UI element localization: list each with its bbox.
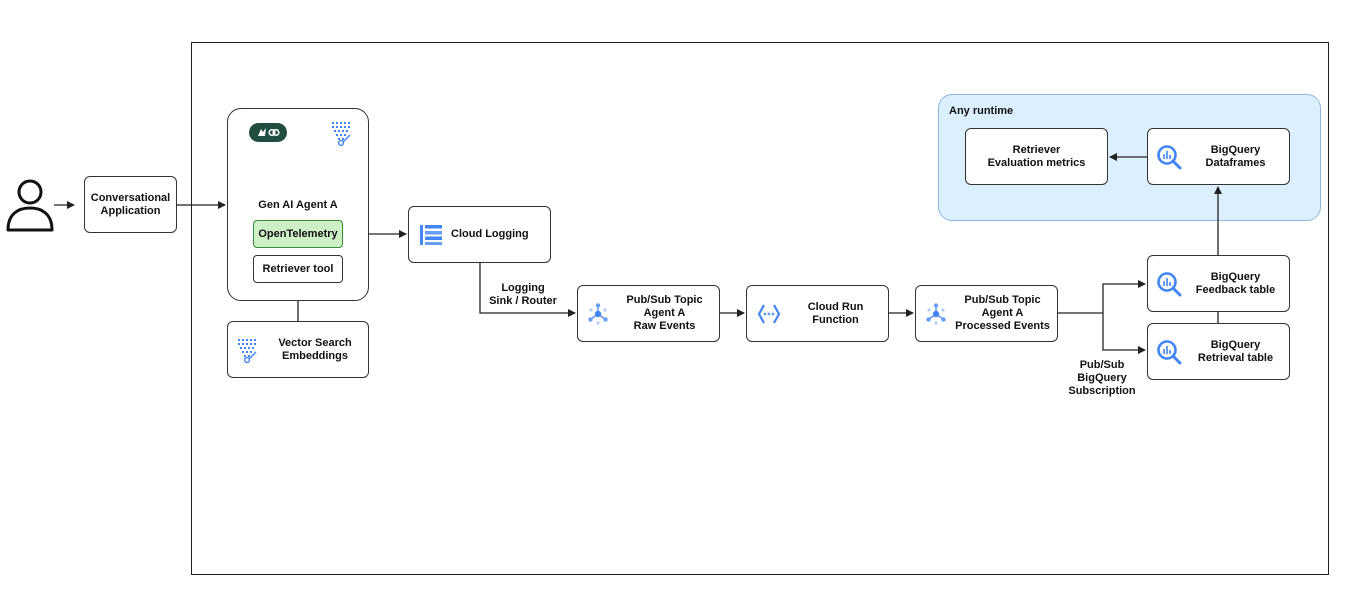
vertex-ai-icon [238,338,257,363]
opentelemetry-node: OpenTelemetry [253,220,343,248]
bigquery-dataframes-label: BigQuery Dataframes [1205,143,1266,169]
bigquery-retrieval-table-node: BigQuery Retrieval table [1147,323,1290,380]
retriever-tool-node: Retriever tool [253,255,343,283]
pubsub-processed-events-node: Pub/Sub Topic Agent A Processed Events [915,285,1058,342]
any-runtime-title: Any runtime [949,105,1014,117]
cloud-run-function-icon [757,303,781,324]
bigquery-icon [1157,339,1182,364]
cloud-logging-node: Cloud Logging [408,206,551,263]
gen-ai-agent-node: Gen AI Agent A OpenTelemetry Retriever t… [227,108,369,301]
bigquery-icon [1157,271,1182,296]
pubsub-raw-events-node: Pub/Sub Topic Agent A Raw Events [577,285,720,342]
vector-search-label: Vector Search Embeddings [278,336,352,362]
pubsub-icon [926,302,946,325]
opentelemetry-label: OpenTelemetry [258,228,338,240]
vector-search-node: Vector Search Embeddings [227,321,369,378]
cloud-logging-label: Cloud Logging [451,228,529,240]
pubsub-icon [588,302,608,325]
cloud-run-function-node: Cloud Run Function [746,285,889,342]
gen-ai-agent-title: Gen AI Agent A [258,199,338,211]
edge-split-to-retrieval [1102,313,1146,354]
edge-logging-to-pubsub-raw [479,263,576,317]
conversational-application-node: Conversational Application [84,176,177,233]
pubsub-processed-events-label: Pub/Sub Topic Agent A Processed Events [955,294,1050,332]
bigquery-feedback-table-node: BigQuery Feedback table [1147,255,1290,312]
bigquery-dataframes-node: BigQuery Dataframes [1147,128,1290,185]
cloud-logging-icon [420,224,442,245]
logging-sink-router-label: Logging Sink / Router [489,282,557,307]
conversational-application-label: Conversational Application [90,191,171,217]
bird-link-icon [249,123,287,142]
pubsub-bigquery-subscription-label: Pub/Sub BigQuery Subscription [1068,359,1136,397]
vertex-ai-icon [332,122,351,147]
edge-split-to-feedback [1102,280,1146,313]
retriever-tool-label: Retriever tool [262,263,334,275]
cloud-run-function-label: Cloud Run Function [807,300,864,326]
bigquery-icon [1157,144,1182,169]
bigquery-retrieval-table-label: BigQuery Retrieval table [1197,338,1274,364]
pubsub-raw-events-label: Pub/Sub Topic Agent A Raw Events [626,294,703,332]
retriever-evaluation-metrics-label: Retriever Evaluation metrics [987,143,1086,169]
retriever-evaluation-metrics-node: Retriever Evaluation metrics [965,128,1108,185]
diagram-frame [191,42,1329,575]
user-icon [6,179,54,232]
bigquery-feedback-table-label: BigQuery Feedback table [1195,270,1276,296]
